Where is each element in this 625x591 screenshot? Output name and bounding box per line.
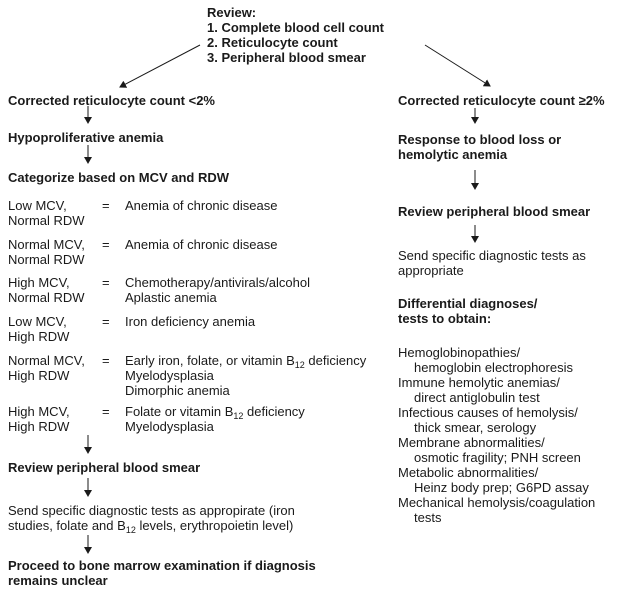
list-item: Hemoglobinopathies/hemoglobin electropho… (398, 345, 573, 375)
equals-sign: = (102, 275, 110, 290)
review-title: Review: (207, 5, 257, 20)
right-review-smear: Review peripheral blood smear (398, 204, 591, 219)
list-item: Infectious causes of hemolysis/thick sme… (398, 405, 578, 435)
category-term: Low MCV,Normal RDW (8, 198, 85, 228)
category-desc: Iron deficiency anemia (125, 314, 256, 329)
category-desc: Early iron, folate, or vitamin B12 defic… (125, 353, 367, 398)
differential-list: Hemoglobinopathies/hemoglobin electropho… (398, 345, 623, 525)
list-item: Immune hemolytic anemias/direct antiglob… (398, 375, 560, 405)
right-header: Corrected reticulocyte count ≥2% (398, 93, 605, 108)
left-step-hypoproliferative: Hypoproliferative anemia (8, 130, 164, 145)
equals-sign: = (102, 404, 110, 419)
equals-sign: = (102, 237, 110, 252)
review-item: 2. Reticulocyte count (207, 35, 338, 50)
category-desc: Folate or vitamin B12 deficiency Myelody… (125, 404, 305, 434)
equals-sign: = (102, 314, 110, 329)
category-list: Low MCV,Normal RDW = Anemia of chronic d… (0, 198, 430, 438)
left-send-tests: Send specific diagnostic tests as approp… (8, 503, 295, 535)
equals-sign: = (102, 198, 110, 213)
right-send-tests: Send specific diagnostic tests as approp… (398, 248, 586, 278)
left-step-categorize: Categorize based on MCV and RDW (8, 170, 230, 185)
category-term: High MCV,Normal RDW (8, 275, 85, 305)
category-term: Low MCV,High RDW (8, 314, 70, 344)
equals-sign: = (102, 353, 110, 368)
category-term: Normal MCV,Normal RDW (8, 237, 85, 267)
category-desc: Anemia of chronic disease (125, 198, 278, 213)
left-review-smear: Review peripheral blood smear (8, 460, 201, 475)
left-bone-marrow: Proceed to bone marrow examination if di… (8, 558, 316, 588)
left-header: Corrected reticulocyte count <2% (8, 93, 215, 108)
right-step-response: Response to blood loss or hemolytic anem… (398, 132, 562, 162)
right-diff-title: Differential diagnoses/ tests to obtain: (398, 296, 538, 326)
category-term: Normal MCV,High RDW (8, 353, 85, 383)
review-item: 1. Complete blood cell count (207, 20, 384, 35)
review-block: Review: 1. Complete blood cell count 2. … (207, 5, 384, 65)
category-term: High MCV,High RDW (8, 404, 70, 434)
arrow-review-to-left (119, 44, 201, 88)
list-item: Metabolic abnormalities/Heinz body prep;… (398, 465, 589, 495)
list-item: Membrane abnormalities/osmotic fragility… (398, 435, 581, 465)
arrow-review-to-right (424, 44, 491, 87)
category-desc: Anemia of chronic disease (125, 237, 278, 252)
review-item: 3. Peripheral blood smear (207, 50, 366, 65)
